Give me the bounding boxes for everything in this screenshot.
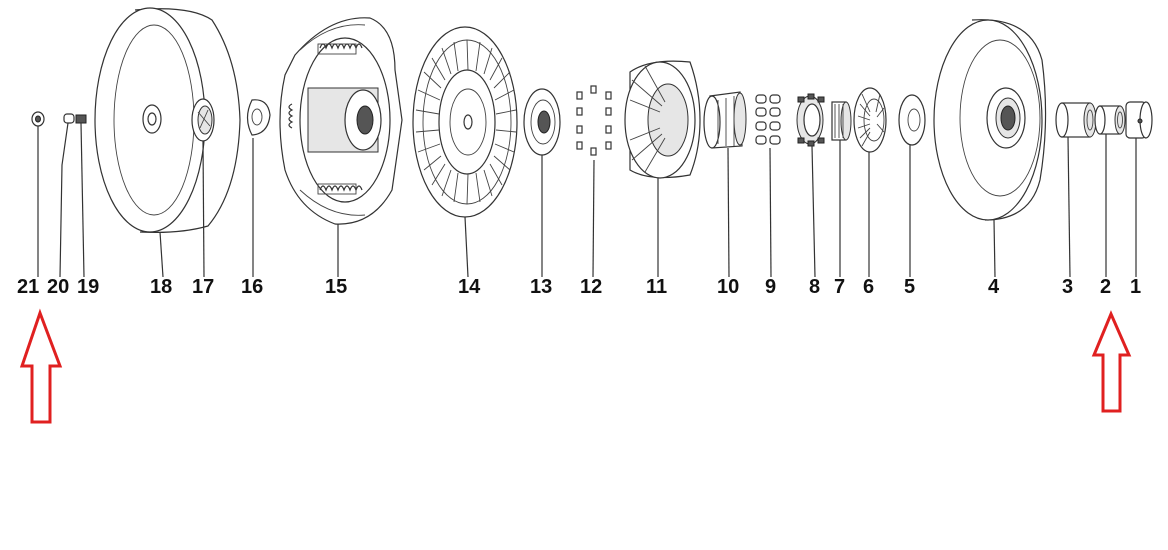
label-21: 21: [17, 276, 39, 298]
label-6: 6: [863, 276, 874, 298]
part-8-toothed-ring: [796, 93, 825, 278]
part-2-bushing: [1094, 105, 1126, 277]
part-21-nut: [31, 111, 45, 277]
part-6-cone: [853, 87, 887, 277]
part-5-washer: [898, 94, 926, 277]
label-9: 9: [765, 276, 776, 298]
part-10-cage: [703, 91, 747, 278]
part-13-hub-flange: [523, 88, 561, 277]
label-13: 13: [530, 276, 552, 298]
label-14: 14: [458, 276, 481, 298]
label-20: 20: [47, 276, 69, 298]
label-1: 1: [1130, 276, 1141, 298]
label-8: 8: [809, 276, 820, 298]
label-4: 4: [988, 276, 1000, 298]
label-2: 2: [1100, 276, 1111, 298]
part-16-washer: [246, 99, 271, 277]
part-4-drum: [933, 19, 1047, 278]
part-20-pin: [59, 113, 75, 278]
part-1-cap: [1125, 101, 1153, 277]
part-3-bushing: [1055, 102, 1097, 278]
label-19: 19: [77, 276, 99, 298]
label-10: 10: [717, 276, 739, 298]
label-3: 3: [1062, 276, 1073, 298]
part-14-pressure-plate: [412, 26, 518, 278]
highlight-arrow-2: [1091, 310, 1132, 413]
label-17: 17: [192, 276, 214, 298]
part-19-stud: [75, 114, 87, 278]
part-11-fan-hub: [624, 60, 701, 277]
label-16: 16: [241, 276, 263, 298]
part-7-sleeve: [831, 101, 852, 277]
part-12-bolts: [576, 85, 612, 278]
part-15-clutch-disc: [279, 17, 403, 277]
label-15: 15: [325, 276, 347, 298]
label-5: 5: [904, 276, 915, 298]
label-18: 18: [150, 276, 172, 298]
part-labels: 21 20 19 18 17 16 15 14 13 12 11 10 9 8 …: [17, 276, 1141, 298]
label-12: 12: [580, 276, 602, 298]
label-11: 11: [646, 276, 667, 298]
part-18-cover: [94, 7, 241, 278]
highlight-arrow-21: [19, 308, 63, 424]
part-17-plate: [191, 98, 215, 278]
part-9-rollers: [755, 94, 781, 278]
label-7: 7: [834, 276, 845, 298]
